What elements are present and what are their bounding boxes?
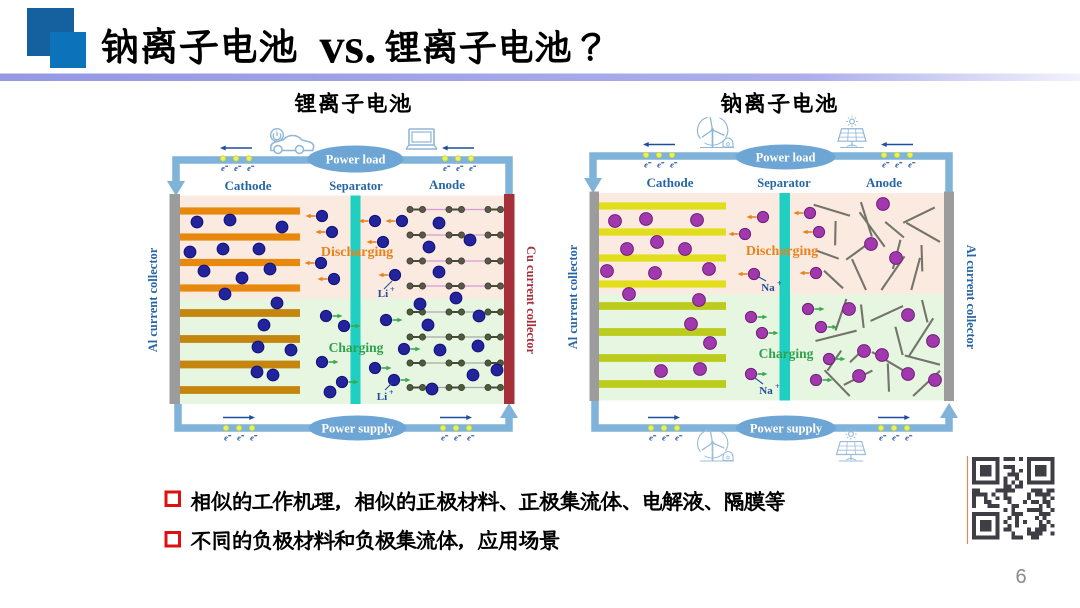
svg-text:Power load: Power load — [756, 151, 816, 165]
svg-text:Cu current collector: Cu current collector — [524, 246, 538, 355]
svg-text:e: e — [237, 433, 241, 443]
svg-text:6: 6 — [1015, 566, 1026, 588]
svg-text:Cathode: Cathode — [225, 178, 272, 193]
svg-text:e: e — [467, 433, 471, 443]
svg-text:e: e — [456, 163, 460, 173]
svg-text:e: e — [657, 160, 661, 170]
svg-text:Na: Na — [759, 385, 773, 397]
svg-text:e: e — [221, 163, 225, 173]
svg-text:Al current collector: Al current collector — [964, 245, 978, 350]
svg-text:Power supply: Power supply — [750, 422, 823, 436]
svg-text:e: e — [892, 433, 896, 443]
svg-text:e: e — [879, 433, 883, 443]
svg-text:+: + — [390, 285, 395, 294]
svg-text:e: e — [675, 433, 679, 443]
svg-text:Li: Li — [378, 288, 388, 300]
svg-text:+: + — [777, 279, 782, 288]
svg-text:Discharging: Discharging — [746, 244, 818, 259]
svg-text:+: + — [389, 388, 394, 397]
svg-text:Anode: Anode — [866, 175, 902, 190]
svg-text:e: e — [662, 433, 666, 443]
svg-text:e: e — [443, 163, 447, 173]
svg-text:Anode: Anode — [429, 177, 465, 192]
svg-text:e: e — [649, 433, 653, 443]
svg-text:e: e — [670, 160, 674, 170]
svg-text:vs.: vs. — [320, 18, 377, 74]
svg-text:Power load: Power load — [326, 153, 386, 167]
svg-text:Separator: Separator — [757, 176, 811, 190]
svg-text:e: e — [895, 160, 899, 170]
svg-text:Power supply: Power supply — [321, 422, 394, 436]
svg-text:e: e — [644, 160, 648, 170]
svg-text:Li: Li — [377, 391, 387, 403]
svg-text:Na: Na — [761, 282, 775, 294]
svg-text:e: e — [224, 433, 228, 443]
svg-text:e: e — [882, 160, 886, 170]
svg-text:e: e — [441, 433, 445, 443]
svg-text:e: e — [234, 163, 238, 173]
svg-text:Charging: Charging — [759, 346, 814, 361]
svg-text:Separator: Separator — [329, 179, 383, 193]
svg-text:e: e — [250, 433, 254, 443]
svg-text:e: e — [908, 160, 912, 170]
svg-text:Discharging: Discharging — [321, 245, 393, 260]
svg-text:Al current collector: Al current collector — [566, 244, 580, 349]
svg-text:Cathode: Cathode — [647, 175, 694, 190]
svg-text:Al current collector: Al current collector — [146, 247, 160, 352]
svg-text:e: e — [247, 163, 251, 173]
svg-text:e: e — [454, 433, 458, 443]
svg-text:e: e — [905, 433, 909, 443]
svg-text:+: + — [775, 382, 780, 391]
svg-text:Charging: Charging — [329, 340, 384, 355]
svg-text:e: e — [469, 163, 473, 173]
